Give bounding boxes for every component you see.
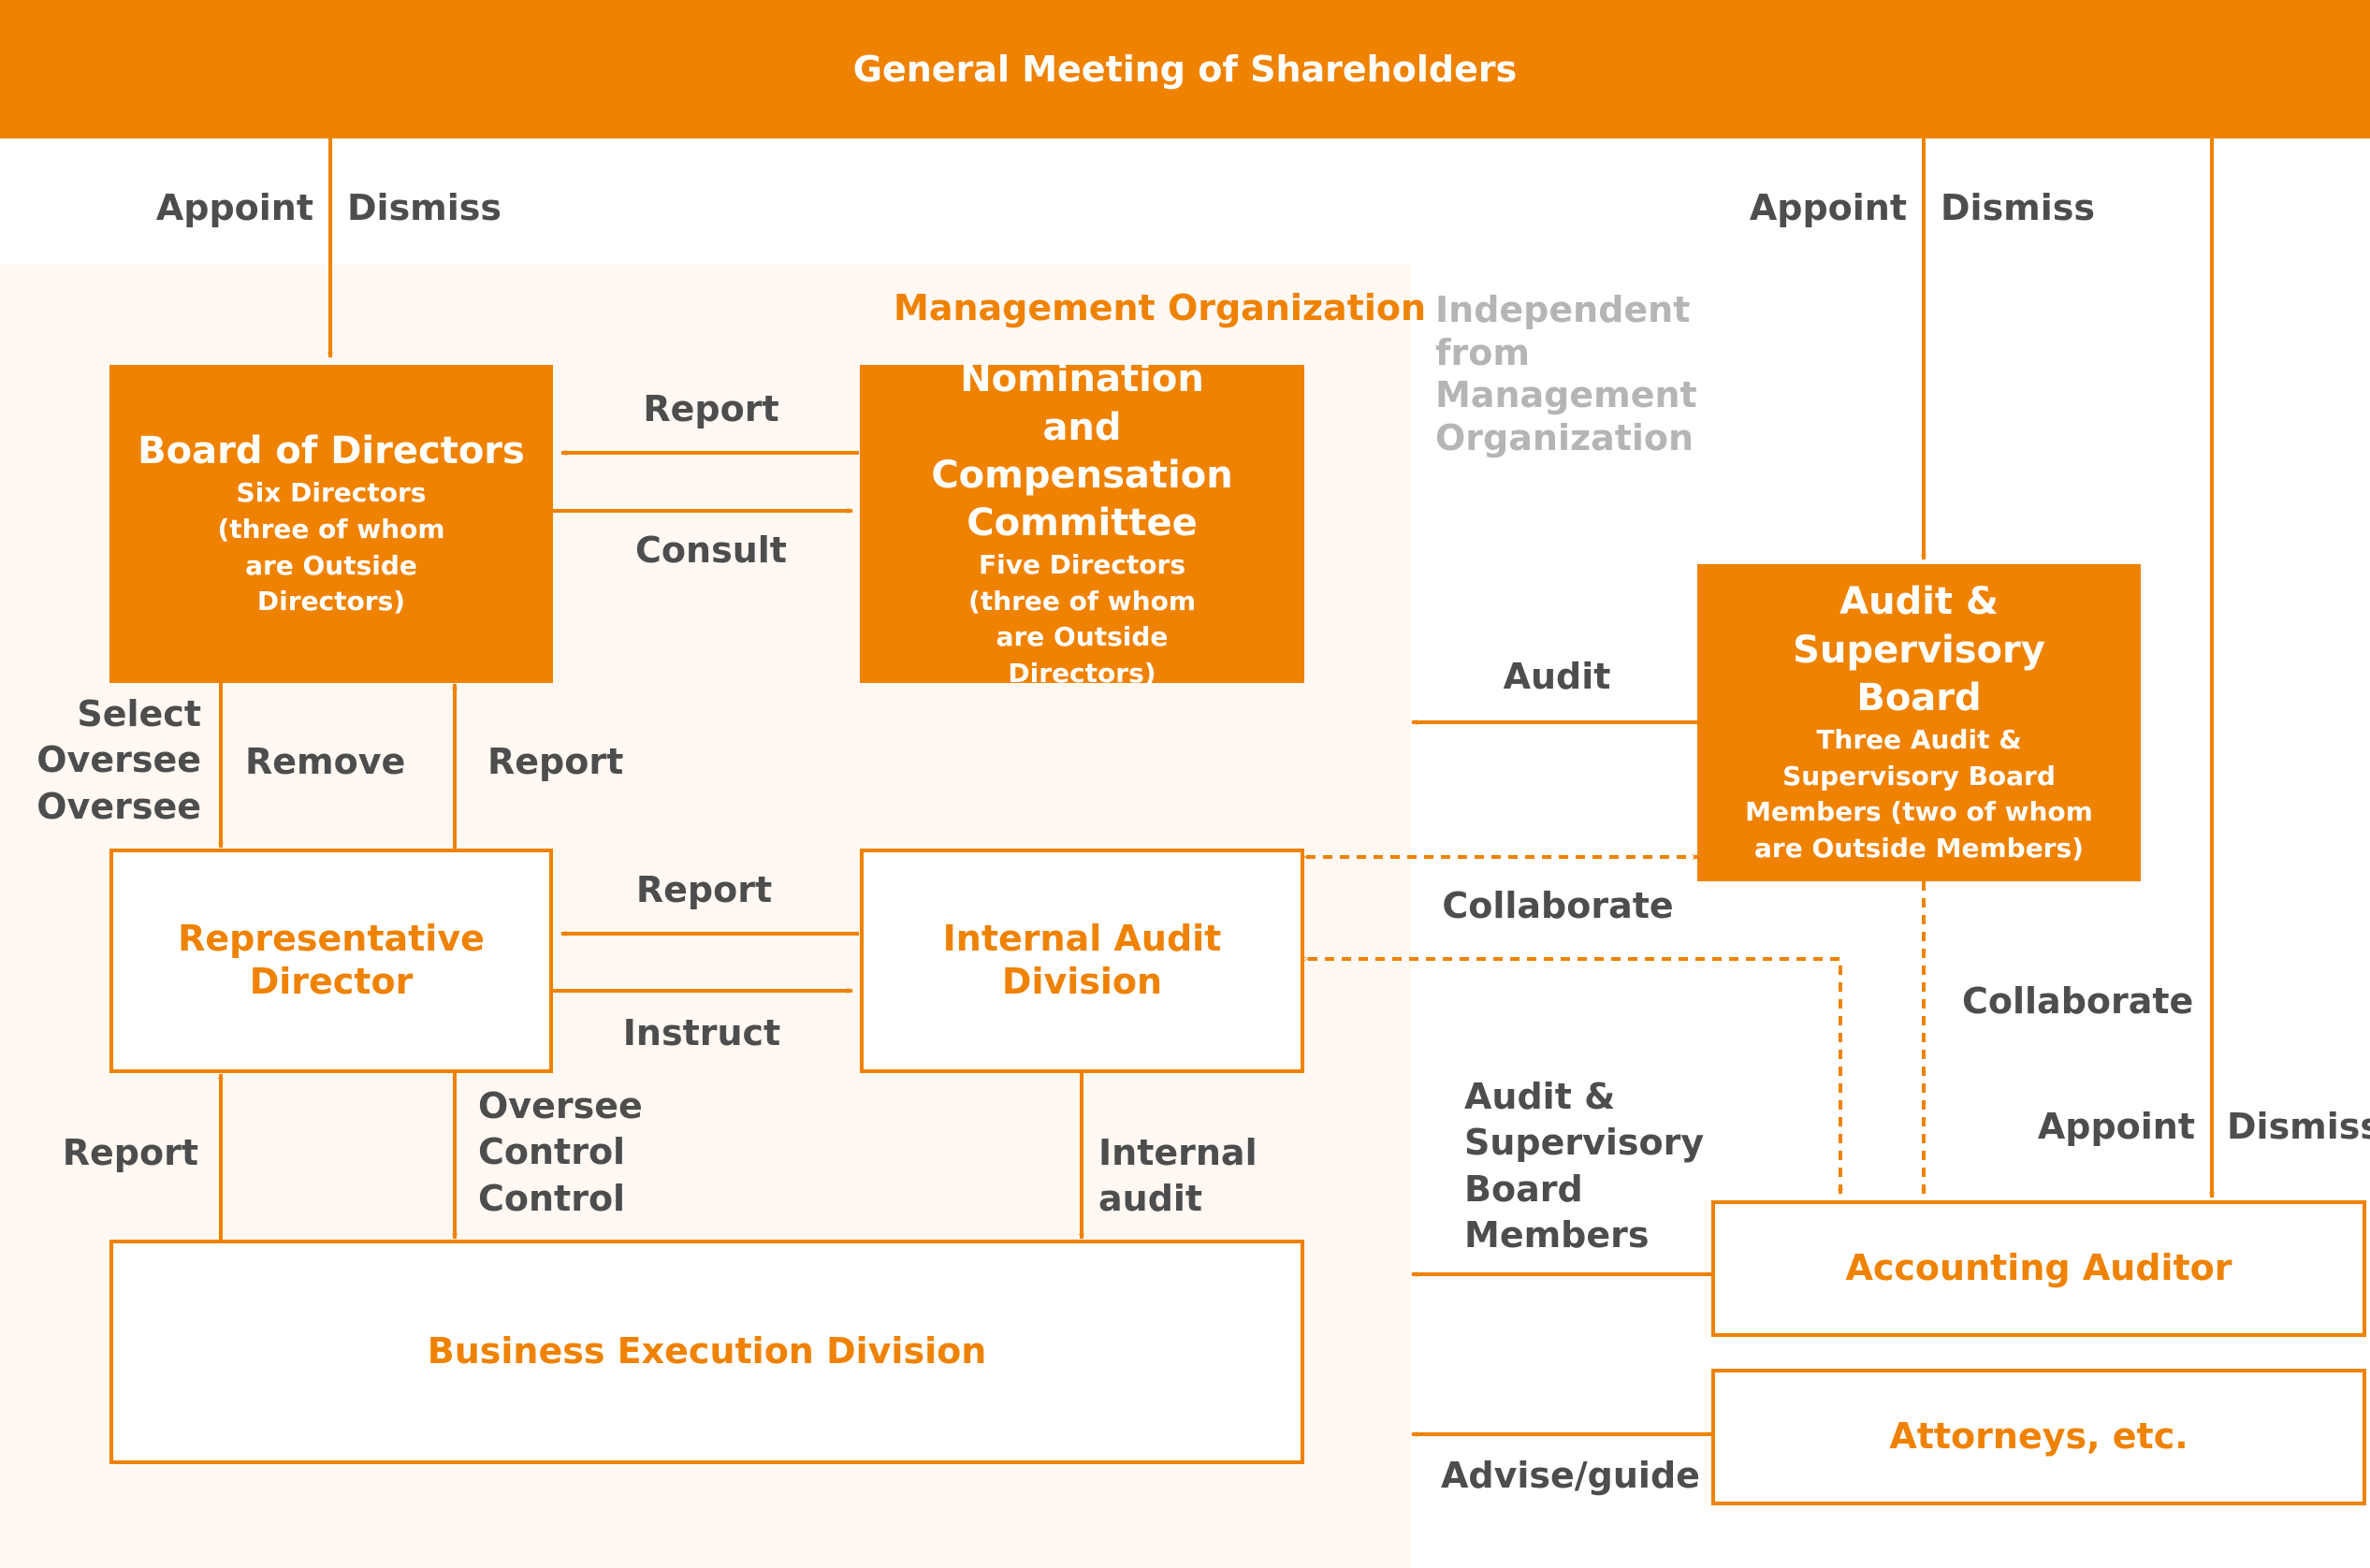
internal-audit-title: Internal Audit Division — [942, 918, 1222, 1002]
internal-audit-division-box: Internal Audit Division — [860, 849, 1304, 1073]
label-advise-guide: Advise/guide — [1441, 1455, 1700, 1496]
label-select-oversee: Select Oversee Oversee — [36, 693, 201, 827]
dashed-collaborate-ia-accounting — [1308, 959, 1840, 1194]
independent-region-title: Independent from Management Organization — [1435, 289, 1697, 458]
audit-board-subtitle: Three Audit & Supervisory Board Members … — [1745, 724, 2093, 864]
attorneys-box: Attorneys, etc. — [1711, 1369, 2366, 1505]
audit-board-title: Audit & Supervisory Board — [1793, 580, 2045, 719]
label-internal-audit: Internal audit — [1098, 1132, 1258, 1220]
label-audit: Audit — [1503, 656, 1611, 697]
shareholders-label: General Meeting of Shareholders — [852, 49, 1518, 90]
label-remove: Remove — [245, 741, 406, 782]
label-collaborate-accounting: Collaborate — [1962, 980, 2194, 1022]
board-title: Board of Directors — [138, 429, 525, 473]
label-instruct: Instruct — [622, 1012, 781, 1053]
label-report-nomination: Report — [643, 388, 779, 429]
label-collaborate-internal-audit: Collaborate — [1442, 885, 1674, 926]
audit-supervisory-board-box: Audit & Supervisory Board Three Audit & … — [1697, 564, 2141, 881]
label-consult: Consult — [635, 530, 787, 571]
label-report-rep-to-board: Report — [487, 741, 624, 782]
attorneys-title: Attorneys, etc. — [1889, 1416, 2188, 1458]
label-dismiss-left: Dismiss — [347, 187, 502, 228]
label-dismiss-right: Dismiss — [1941, 187, 2096, 228]
business-execution-title: Business Execution Division — [427, 1330, 987, 1372]
accounting-auditor-box: Accounting Auditor — [1711, 1200, 2366, 1337]
label-appoint-accounting: Appoint — [2037, 1106, 2195, 1147]
label-appoint-right: Appoint — [1749, 187, 1907, 228]
shareholders-meeting-box: General Meeting of Shareholders — [0, 0, 2370, 138]
label-audit-supervisory-members: Audit & Supervisory Board Members — [1464, 1076, 1705, 1256]
board-of-directors-box: Board of Directors Six Directors (three … — [109, 365, 553, 683]
nomination-title: Nomination and Compensation Committee — [931, 357, 1233, 544]
label-dismiss-accounting: Dismiss — [2227, 1106, 2370, 1147]
nomination-committee-box: Nomination and Compensation Committee Fi… — [860, 357, 1304, 689]
label-report-business: Report — [62, 1132, 198, 1173]
board-subtitle: Six Directors (three of whom are Outside… — [217, 477, 445, 617]
label-oversee-control: Oversee Control Control — [478, 1085, 643, 1219]
nomination-subtitle: Five Directors (three of whom are Outsid… — [967, 549, 1197, 689]
representative-director-title: Representative Director — [178, 918, 485, 1002]
label-report-internal-audit: Report — [635, 869, 773, 910]
business-execution-division-box: Business Execution Division — [109, 1240, 1304, 1464]
management-organization-title: Management Organization — [894, 287, 1427, 328]
label-appoint-left: Appoint — [155, 187, 313, 228]
accounting-auditor-title: Accounting Auditor — [1845, 1247, 2232, 1289]
representative-director-box: Representative Director — [109, 849, 553, 1073]
